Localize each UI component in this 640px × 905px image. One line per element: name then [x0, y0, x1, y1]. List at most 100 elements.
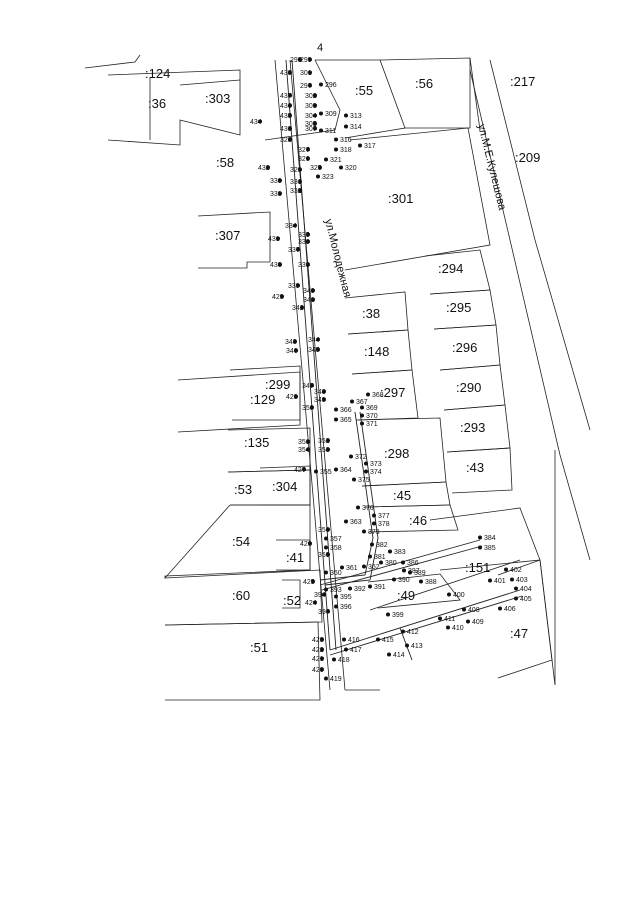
parcel-label: :297 — [380, 385, 405, 400]
point-label: 416 — [348, 637, 360, 644]
point-label: 394 — [314, 592, 326, 599]
survey-point: 406 — [498, 606, 516, 613]
survey-point: 384 — [478, 535, 496, 542]
survey-point: 331 — [290, 179, 302, 186]
survey-point: 364 — [334, 467, 352, 474]
point-label: 383 — [394, 549, 406, 556]
point-label: 396 — [340, 604, 352, 611]
point-label: 420 — [312, 667, 324, 674]
parcel-boundaries — [84, 54, 556, 701]
point-label: 384 — [484, 535, 496, 542]
point-label: 422 — [312, 647, 324, 654]
survey-point: 347 — [302, 383, 314, 390]
point-label: 375 — [358, 477, 370, 484]
survey-point: 343 — [285, 339, 297, 346]
survey-point: 394 — [314, 592, 326, 599]
point-label: 331 — [290, 179, 302, 186]
parcel-label: :299 — [265, 377, 290, 392]
point-label: 414 — [393, 652, 405, 659]
survey-point: 357 — [324, 536, 342, 543]
point-label: 350 — [302, 405, 314, 412]
survey-point: 409 — [466, 619, 484, 626]
survey-point: 396 — [334, 604, 352, 611]
parcel-label: :56 — [415, 76, 433, 91]
survey-point: 426 — [300, 541, 312, 548]
survey-point: 314 — [344, 124, 362, 131]
point-label: 430 — [270, 262, 282, 269]
survey-point: 383 — [388, 549, 406, 556]
survey-point: 366 — [334, 407, 352, 414]
point-label: 428 — [286, 394, 298, 401]
point-label: 351 — [298, 439, 310, 446]
survey-point: 412 — [401, 629, 419, 636]
point-label: 371 — [366, 421, 378, 428]
point-label: 397 — [318, 609, 330, 616]
survey-point: 420 — [312, 667, 324, 674]
point-label: 326 — [298, 156, 310, 163]
survey-point: 386 — [401, 560, 419, 567]
survey-point: 326 — [298, 156, 310, 163]
survey-point: 328 — [280, 137, 292, 144]
survey-point: 399 — [386, 612, 404, 619]
survey-point: 329 — [290, 167, 302, 174]
point-label: 374 — [370, 469, 382, 476]
survey-point: 422 — [312, 647, 324, 654]
survey-point: 362 — [362, 564, 380, 571]
survey-point: 338 — [298, 262, 310, 269]
parcel-label: :43 — [466, 460, 484, 475]
point-label: 426 — [300, 541, 312, 548]
survey-point: 397 — [318, 609, 330, 616]
survey-point: 341 — [303, 297, 315, 304]
point-label: 369 — [366, 405, 378, 412]
point-label: 365 — [340, 417, 352, 424]
point-label: 391 — [374, 584, 386, 591]
point-label: 335 — [298, 232, 310, 239]
point-label: 393 — [330, 587, 342, 594]
point-label: 298 — [290, 57, 302, 64]
point-label: 376 — [362, 505, 374, 512]
survey-point: 436 — [280, 103, 292, 110]
parcel-label: :290 — [456, 380, 481, 395]
parcel-label: :296 — [452, 340, 477, 355]
point-label: 403 — [516, 577, 528, 584]
survey-point: 342 — [292, 305, 304, 312]
street-label-molodezhnaya: ул.Молодежная — [322, 218, 353, 299]
point-label: 412 — [407, 629, 419, 636]
point-label: 399 — [392, 612, 404, 619]
point-label: 404 — [520, 586, 532, 593]
survey-point: 429 — [272, 294, 284, 301]
point-label: 358 — [330, 545, 342, 552]
survey-point: 381 — [368, 554, 386, 561]
point-label: 330 — [270, 178, 282, 185]
point-label: 370 — [366, 413, 378, 420]
survey-point: 327 — [298, 147, 310, 154]
survey-point: 369 — [360, 405, 378, 412]
survey-point: 402 — [504, 567, 522, 574]
point-label: 402 — [510, 567, 522, 574]
point-label: 401 — [494, 578, 506, 585]
survey-point: 340 — [303, 288, 315, 295]
point-label: 302 — [305, 93, 317, 100]
point-label: 427 — [294, 467, 306, 474]
street-label-kuleshova: ул.М.Е.Кулешова — [475, 123, 508, 212]
survey-point: 382 — [370, 542, 388, 549]
point-label: 333 — [270, 191, 282, 198]
survey-point: 330 — [270, 178, 282, 185]
survey-point: 332 — [290, 188, 302, 195]
survey-point: 321 — [324, 157, 342, 164]
survey-point: 433 — [280, 126, 292, 133]
point-label: 424 — [305, 600, 317, 607]
survey-point: 318 — [334, 147, 352, 154]
survey-point: 350 — [302, 405, 314, 412]
point-label: 361 — [346, 565, 358, 572]
parcel-label: :217 — [510, 74, 535, 89]
parcel-label: :148 — [364, 344, 389, 359]
point-label: 325 — [310, 165, 322, 172]
point-label: 400 — [453, 592, 465, 599]
point-label: 390 — [398, 577, 410, 584]
point-label: 311 — [325, 128, 336, 135]
survey-point: 391 — [368, 584, 386, 591]
parcel-label: :209 — [515, 150, 540, 165]
parcel-label: :304 — [272, 479, 297, 494]
survey-point: 370 — [360, 413, 378, 420]
